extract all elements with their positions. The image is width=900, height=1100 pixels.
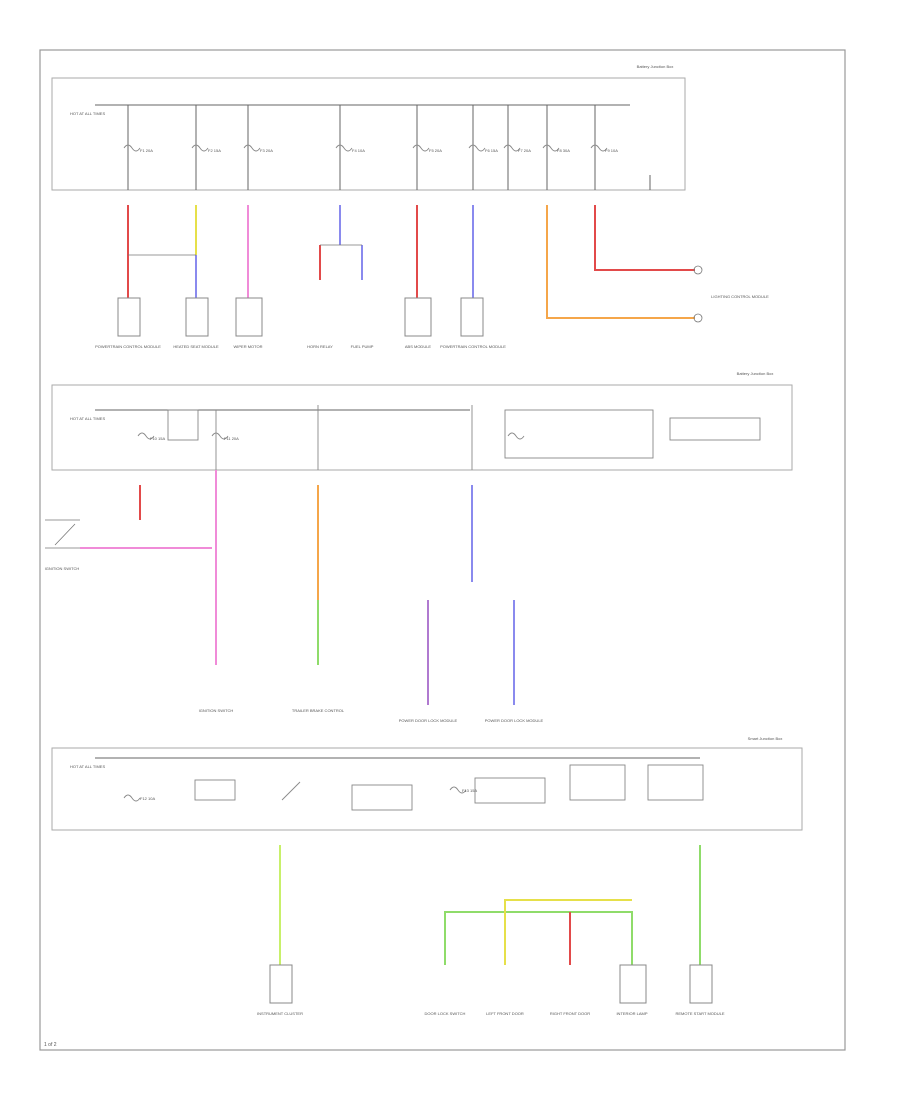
svg-text:F1 20A: F1 20A: [140, 148, 153, 153]
hot-label-middle: HOT AT ALL TIMES: [70, 416, 105, 421]
hot-label-top: HOT AT ALL TIMES: [70, 111, 105, 116]
bottom-colored-wires: [279, 845, 701, 965]
svg-text:F10 15A: F10 15A: [150, 436, 165, 441]
svg-text:F3 20A: F3 20A: [260, 148, 273, 153]
svg-text:F4 10A: F4 10A: [352, 148, 365, 153]
bottom-internal: [123, 764, 704, 811]
svg-text:WIPER MOTOR: WIPER MOTOR: [233, 344, 262, 349]
svg-text:TRAILER BRAKE CONTROL: TRAILER BRAKE CONTROL: [292, 708, 345, 713]
svg-text:HORN RELAY: HORN RELAY: [307, 344, 333, 349]
bottom-component-labels: INSTRUMENT CLUSTER DOOR LOCK SWITCH LEFT…: [257, 1011, 725, 1016]
svg-text:F8 30A: F8 30A: [557, 148, 570, 153]
svg-text:LIGHTING CONTROL MODULE: LIGHTING CONTROL MODULE: [711, 294, 769, 299]
svg-text:F6 15A: F6 15A: [485, 148, 498, 153]
bottom-fuse-labels: F12 10A F13 15A: [140, 788, 477, 801]
svg-text:F12 10A: F12 10A: [140, 796, 155, 801]
wire-red-4: [594, 205, 695, 271]
panel-label-bottom: Smart Junction Box: [748, 736, 783, 741]
bottom-components: [269, 964, 713, 1004]
middle-internal: [137, 405, 761, 470]
wire-yellow-2: [504, 899, 632, 965]
top-component-labels: POWERTRAIN CONTROL MODULE HEATED SEAT MO…: [95, 294, 769, 349]
top-fuse-labels: F1 20A F2 15A F3 20A F4 10A F5 20A F6 15…: [140, 148, 618, 153]
svg-text:ABS MODULE: ABS MODULE: [405, 344, 432, 349]
top-fuse-drops: [127, 105, 651, 190]
svg-text:DOOR LOCK SWITCH: DOOR LOCK SWITCH: [425, 1011, 466, 1016]
svg-text:INTERIOR LAMP: INTERIOR LAMP: [616, 1011, 647, 1016]
svg-text:INSTRUMENT CLUSTER: INSTRUMENT CLUSTER: [257, 1011, 303, 1016]
svg-text:IGNITION SWITCH: IGNITION SWITCH: [45, 566, 80, 571]
top-fuse-panel: [51, 77, 686, 191]
svg-text:F13 15A: F13 15A: [462, 788, 477, 793]
svg-text:F9 10A: F9 10A: [605, 148, 618, 153]
svg-text:RIGHT FRONT DOOR: RIGHT FRONT DOOR: [550, 1011, 590, 1016]
wire-orange-1: [546, 205, 695, 319]
top-colored-wires: [127, 205, 695, 319]
outer-frame: [39, 49, 846, 1051]
hot-label-bottom: HOT AT ALL TIMES: [70, 764, 105, 769]
svg-text:REMOTE START MODULE: REMOTE START MODULE: [675, 1011, 724, 1016]
top-splices: [128, 244, 703, 323]
svg-text:F5 20A: F5 20A: [429, 148, 442, 153]
svg-text:POWERTRAIN CONTROL MODULE: POWERTRAIN CONTROL MODULE: [95, 344, 161, 349]
top-fuses: [123, 144, 608, 152]
svg-text:IGNITION SWITCH: IGNITION SWITCH: [199, 708, 234, 713]
svg-text:LEFT FRONT DOOR: LEFT FRONT DOOR: [486, 1011, 524, 1016]
svg-text:F2 15A: F2 15A: [208, 148, 221, 153]
middle-colored-wires: [80, 470, 515, 705]
svg-text:POWER DOOR LOCK MODULE: POWER DOOR LOCK MODULE: [399, 718, 458, 723]
middle-labels: IGNITION SWITCH IGNITION SWITCH TRAILER …: [45, 566, 544, 723]
bottom-fuse-panel: [51, 747, 803, 831]
page-number: 1 of 2: [44, 1042, 57, 1048]
svg-text:FUEL PUMP: FUEL PUMP: [351, 344, 374, 349]
svg-text:POWER DOOR LOCK MODULE: POWER DOOR LOCK MODULE: [485, 718, 544, 723]
svg-text:HEATED SEAT MODULE: HEATED SEAT MODULE: [173, 344, 219, 349]
svg-text:POWERTRAIN CONTROL MODULE: POWERTRAIN CONTROL MODULE: [440, 344, 506, 349]
middle-fuse-labels: F10 15A F11 20A: [150, 436, 239, 441]
middle-fuse-panel: [51, 384, 793, 471]
svg-text:F7 20A: F7 20A: [518, 148, 531, 153]
top-components: [117, 297, 484, 337]
wire-green-2: [444, 911, 633, 965]
panel-label-top: Battery Junction Box: [637, 64, 674, 69]
svg-text:F11 20A: F11 20A: [224, 436, 239, 441]
panel-label-middle: Battery Junction Box: [737, 371, 774, 376]
middle-switch: [45, 519, 80, 549]
